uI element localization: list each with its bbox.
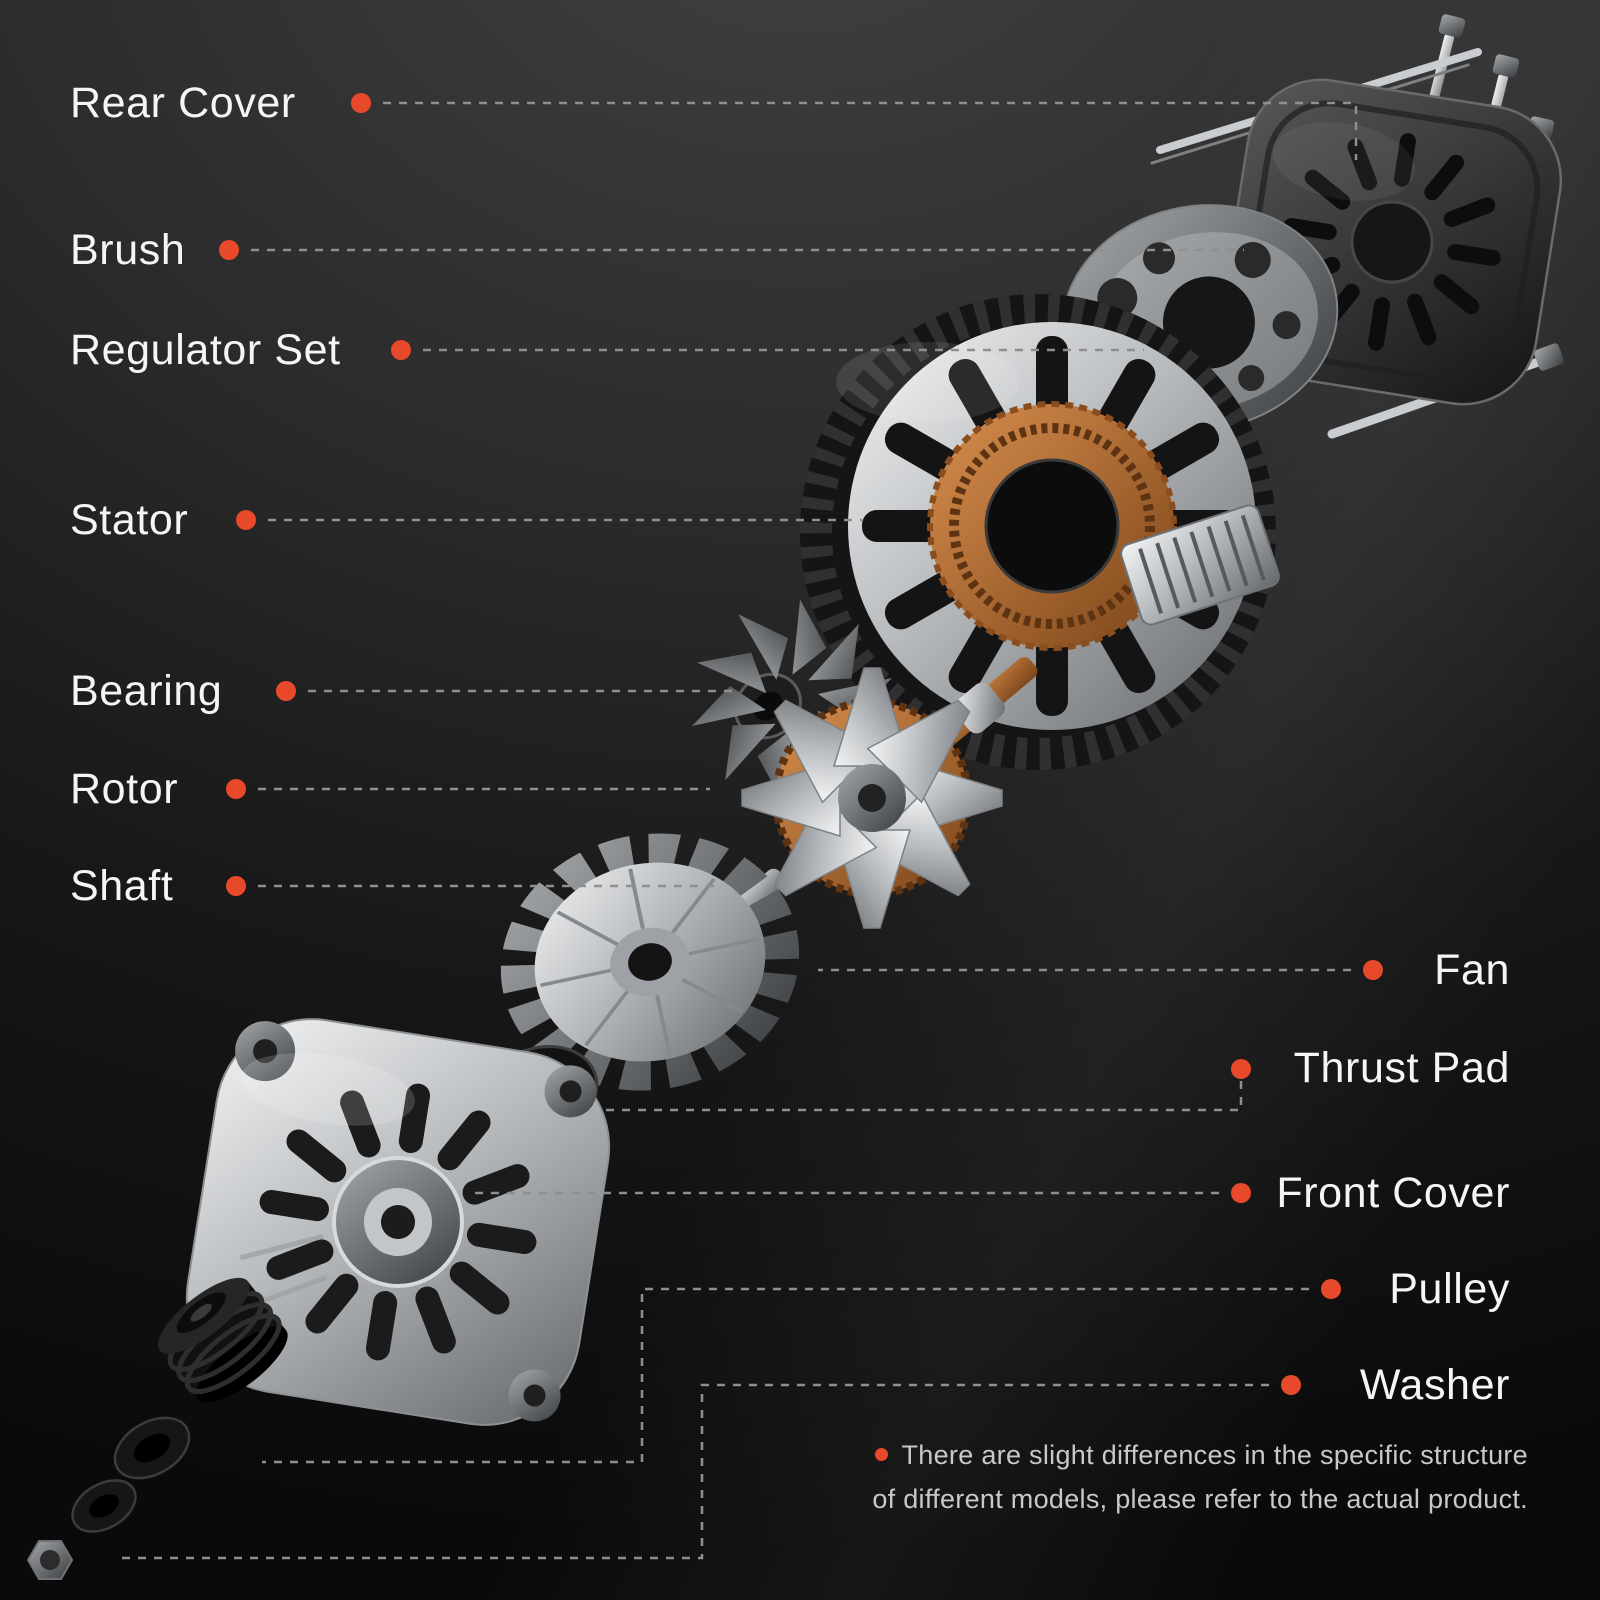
dot-regulator-set [391, 340, 411, 360]
note-bullet-dot [874, 1448, 888, 1461]
dot-thrust-pad [1231, 1059, 1251, 1079]
stator-part [800, 294, 1276, 770]
dot-rotor [226, 779, 246, 799]
label-rear-cover: Rear Cover [70, 79, 296, 127]
label-dots [219, 93, 1383, 1395]
fan-part [500, 833, 800, 1091]
label-fan: Fan [1434, 946, 1510, 994]
label-rotor: Rotor [70, 765, 179, 813]
label-pulley: Pulley [1389, 1265, 1510, 1313]
label-washer: Washer [1359, 1361, 1510, 1409]
disclaimer-line-1: There are slight differences in the spec… [872, 1434, 1528, 1478]
disclaimer-line-2: of different models, please refer to the… [872, 1483, 1528, 1514]
regulator-part [1120, 504, 1280, 626]
label-bearing: Bearing [70, 667, 223, 715]
label-front-cover: Front Cover [1276, 1169, 1510, 1217]
disclaimer-note: There are slight differences in the spec… [872, 1434, 1528, 1521]
dot-brush [219, 240, 239, 260]
dot-washer [1281, 1375, 1301, 1395]
nut-part [26, 1540, 74, 1580]
leader-lines [114, 101, 1358, 1560]
label-shaft: Shaft [70, 862, 174, 910]
dot-bearing [276, 681, 296, 701]
dot-front-cover [1231, 1183, 1251, 1203]
leader-rear-cover [383, 101, 1358, 160]
label-thrust-pad: Thrust Pad [1293, 1044, 1510, 1092]
leader-pulley [262, 1287, 1309, 1464]
leader-thrust-pad [606, 1081, 1243, 1112]
label-brush: Brush [70, 226, 186, 274]
label-stator: Stator [70, 496, 189, 544]
label-regulator-set: Regulator Set [70, 326, 341, 374]
pulley-part [157, 1277, 288, 1403]
dot-shaft [226, 876, 246, 896]
dot-stator [236, 510, 256, 530]
dot-pulley [1321, 1279, 1341, 1299]
dot-fan [1363, 960, 1383, 980]
washer-parts [26, 1416, 191, 1580]
front-cover-part [185, 1018, 611, 1426]
dot-rear-cover [351, 93, 371, 113]
